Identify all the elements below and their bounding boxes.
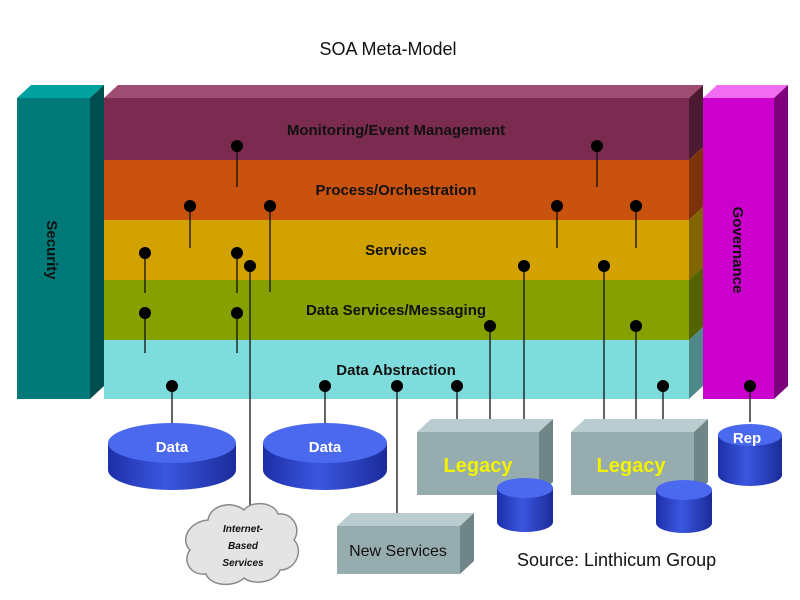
connector-dot bbox=[744, 380, 756, 392]
layer-services-label: Services bbox=[365, 242, 427, 259]
diagram-title: SOA Meta-Model bbox=[319, 39, 456, 59]
database-data-1-label: Data bbox=[156, 439, 189, 456]
layer-data-services-label: Data Services/Messaging bbox=[306, 302, 486, 319]
connector-dot bbox=[598, 260, 610, 272]
database-data-2-label: Data bbox=[309, 439, 342, 456]
database-rep: Rep bbox=[718, 424, 782, 486]
connector-dot bbox=[551, 200, 563, 212]
database-data-1: Data bbox=[108, 423, 236, 490]
layer-data-abstraction-label: Data Abstraction bbox=[336, 362, 455, 379]
connectors bbox=[144, 146, 751, 520]
connector-dot bbox=[451, 380, 463, 392]
legacy-database-1 bbox=[497, 478, 553, 532]
new-services-box: New Services bbox=[337, 513, 474, 574]
security-bar: Security bbox=[17, 85, 104, 399]
governance-label: Governance bbox=[729, 207, 746, 294]
connector-dot bbox=[184, 200, 196, 212]
connector-dot bbox=[319, 380, 331, 392]
connector-dot bbox=[244, 260, 256, 272]
governance-bar: Governance bbox=[703, 85, 788, 399]
layer-monitoring-label: Monitoring/Event Management bbox=[287, 122, 505, 139]
connector-dot bbox=[657, 380, 669, 392]
connector-dot bbox=[591, 140, 603, 152]
connector-dot bbox=[231, 140, 243, 152]
connector-dot bbox=[630, 320, 642, 332]
connector-dot bbox=[630, 200, 642, 212]
layer-stack: Monitoring/Event Management Process/Orch… bbox=[104, 85, 703, 399]
layer-data-services bbox=[104, 280, 689, 340]
connector-dot bbox=[166, 380, 178, 392]
cloud-label-line-1: Internet- bbox=[223, 524, 264, 535]
cloud-label-line-2: Based bbox=[228, 541, 259, 552]
connector-dot bbox=[484, 320, 496, 332]
connector-dot bbox=[139, 307, 151, 319]
cloud-label-line-3: Services bbox=[222, 558, 264, 569]
legacy-system-2-label: Legacy bbox=[597, 455, 667, 477]
connector-dot bbox=[518, 260, 530, 272]
connector-dots bbox=[139, 140, 756, 392]
connector-dot bbox=[231, 247, 243, 259]
connector-dot bbox=[391, 380, 403, 392]
database-rep-label: Rep bbox=[733, 430, 761, 447]
legacy-system-1-label: Legacy bbox=[444, 455, 514, 477]
legacy-database-2 bbox=[656, 480, 712, 533]
layer-process bbox=[104, 160, 689, 220]
internet-services-cloud: Internet- Based Services bbox=[185, 502, 300, 586]
layer-process-label: Process/Orchestration bbox=[316, 182, 477, 199]
security-label: Security bbox=[43, 220, 60, 280]
source-caption: Source: Linthicum Group bbox=[517, 550, 716, 570]
connector-dot bbox=[231, 307, 243, 319]
new-services-label: New Services bbox=[349, 543, 447, 560]
connector-dot bbox=[264, 200, 276, 212]
connector-dot bbox=[139, 247, 151, 259]
layer-services bbox=[104, 220, 689, 280]
database-data-2: Data bbox=[263, 423, 387, 490]
layer-monitoring bbox=[104, 98, 689, 160]
